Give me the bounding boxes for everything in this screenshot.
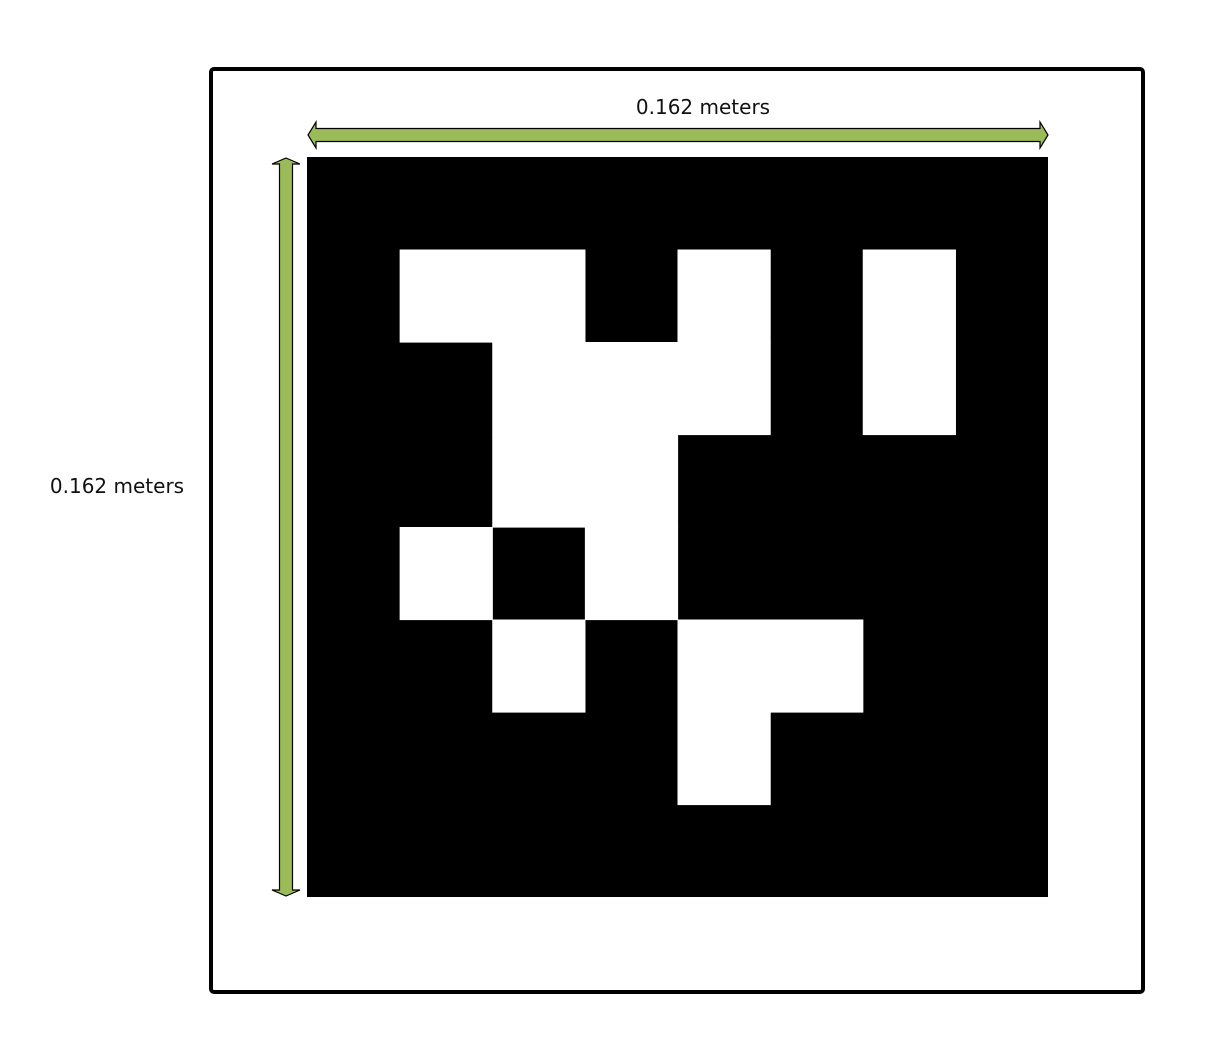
marker-white-cell <box>677 342 771 436</box>
height-dimension-label: 0.162 meters <box>50 474 184 498</box>
marker-white-cell <box>862 342 956 436</box>
marker-white-cell <box>584 434 679 528</box>
height-dimension-arrow <box>271 157 301 897</box>
marker-white-cell <box>492 619 586 713</box>
marker-white-cell <box>862 249 956 343</box>
marker-white-cell <box>677 712 771 806</box>
marker-white-cell <box>584 527 679 621</box>
marker-white-cell <box>399 527 493 621</box>
marker-white-cell <box>492 434 586 528</box>
marker-white-cell <box>677 249 771 343</box>
width-dimension-arrow <box>307 119 1049 151</box>
marker-white-cell <box>492 342 586 436</box>
marker-white-cell <box>492 249 586 343</box>
marker-cells <box>399 249 956 806</box>
marker-white-cell <box>770 619 864 713</box>
marker-white-cell <box>399 249 493 343</box>
marker-white-cell <box>584 342 679 436</box>
marker-white-cell <box>677 619 771 713</box>
width-dimension-label: 0.162 meters <box>636 95 770 119</box>
